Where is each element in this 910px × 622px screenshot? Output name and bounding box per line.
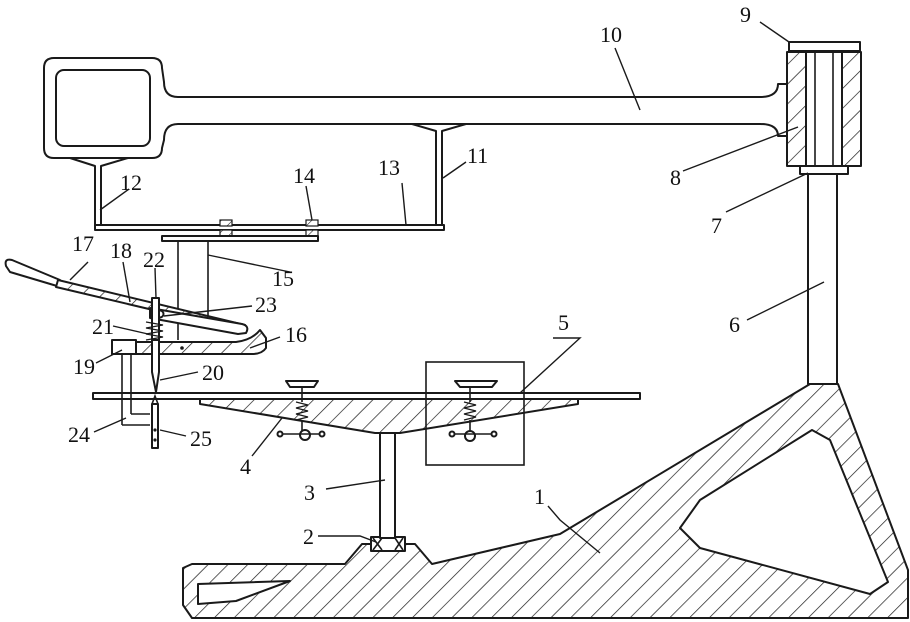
label-23: 23 [255, 292, 277, 317]
label-1: 1 [534, 484, 545, 509]
bearing [371, 537, 405, 551]
label-19: 19 [73, 354, 95, 379]
label-22: 22 [143, 247, 165, 272]
sleeve [787, 52, 861, 166]
label-13: 13 [378, 155, 400, 180]
label-15: 15 [272, 266, 294, 291]
plate [95, 225, 444, 230]
label-8: 8 [670, 165, 681, 190]
label-12: 12 [120, 170, 142, 195]
label-14: 14 [293, 163, 315, 188]
label-4: 4 [240, 454, 251, 479]
label-7: 7 [711, 213, 722, 238]
label-24: 24 [68, 422, 90, 447]
arm [44, 58, 787, 158]
column [808, 173, 837, 384]
hanger-right [412, 124, 466, 225]
label-20: 20 [202, 360, 224, 385]
label-3: 3 [304, 480, 315, 505]
label-11: 11 [467, 143, 488, 168]
label-21: 21 [92, 314, 114, 339]
label-6: 6 [729, 312, 740, 337]
label-2: 2 [303, 524, 314, 549]
lower-punch-dot [153, 438, 156, 441]
label-16: 16 [285, 322, 307, 347]
cap [789, 42, 860, 51]
punch-needle [152, 340, 159, 392]
label-5: 5 [558, 310, 569, 335]
seat-block [112, 340, 136, 354]
label-25: 25 [190, 426, 212, 451]
label-17: 17 [72, 231, 94, 256]
vertical-shaft [380, 432, 395, 538]
turntable [93, 393, 640, 433]
lower-holder [122, 354, 150, 425]
part-labels: 1 2 3 4 5 6 7 8 9 10 11 12 13 14 15 16 1… [68, 2, 751, 549]
lower-punch-dot [153, 428, 156, 431]
label-10: 10 [600, 22, 622, 47]
label-18: 18 [110, 238, 132, 263]
label-9: 9 [740, 2, 751, 27]
guide-rod [152, 298, 159, 340]
